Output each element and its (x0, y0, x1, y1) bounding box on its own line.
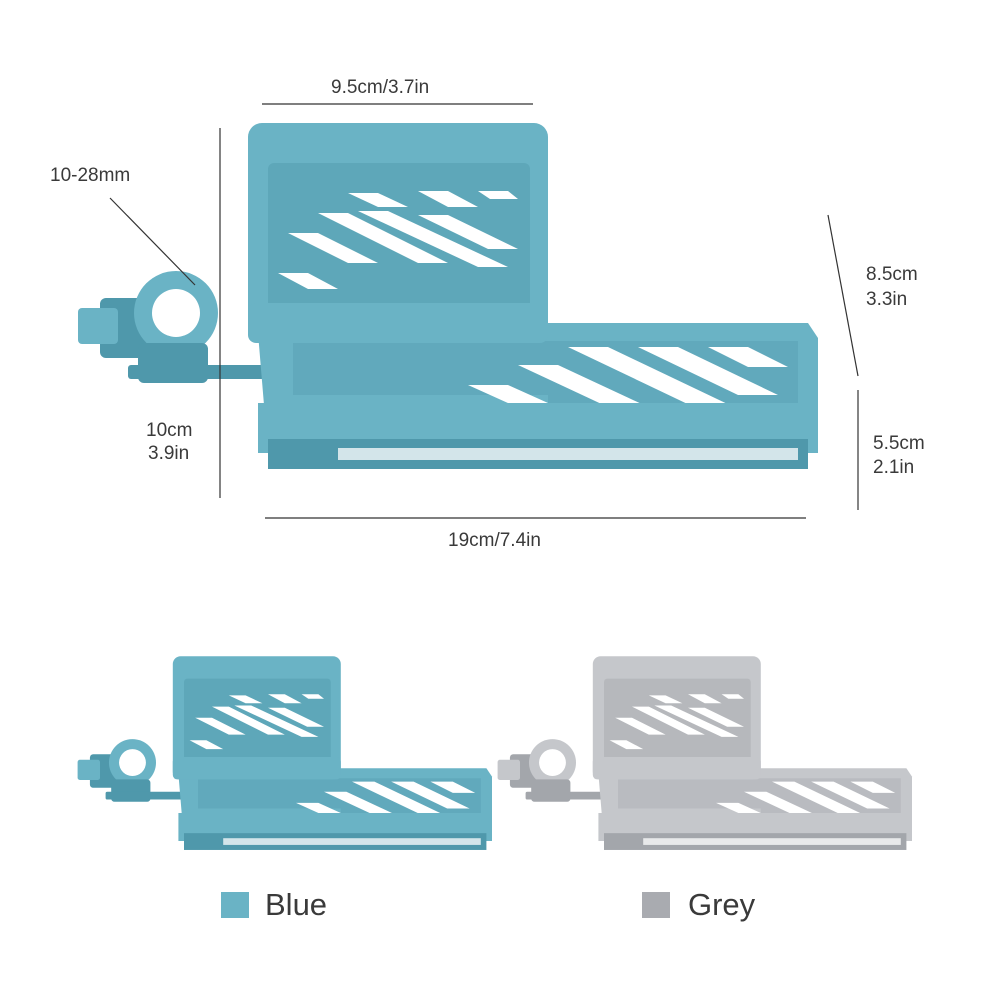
depth-cm-label: 8.5cm (866, 264, 918, 285)
lower-height-in-label: 2.1in (873, 457, 915, 478)
depth-in-label: 3.3in (866, 289, 908, 310)
top-width-label: 9.5cm/3.7in (331, 77, 430, 98)
clamp-pointer-line (109, 197, 196, 286)
lower-height-cm-label: 5.5cm (873, 433, 925, 454)
grey-label: Grey (688, 887, 756, 922)
grey-swatch (642, 892, 670, 918)
depth-line (827, 214, 859, 377)
height-cm-label: 10cm (146, 420, 193, 441)
bottom-width-label: 19cm/7.4in (448, 530, 541, 551)
blue-swatch (221, 892, 249, 918)
rack-blue (77, 656, 492, 850)
rack-main (78, 123, 818, 469)
rack-grey (497, 656, 912, 850)
clamp-range-label: 10-28mm (50, 165, 131, 186)
height-in-label: 3.9in (148, 443, 190, 464)
blue-label: Blue (265, 887, 328, 922)
